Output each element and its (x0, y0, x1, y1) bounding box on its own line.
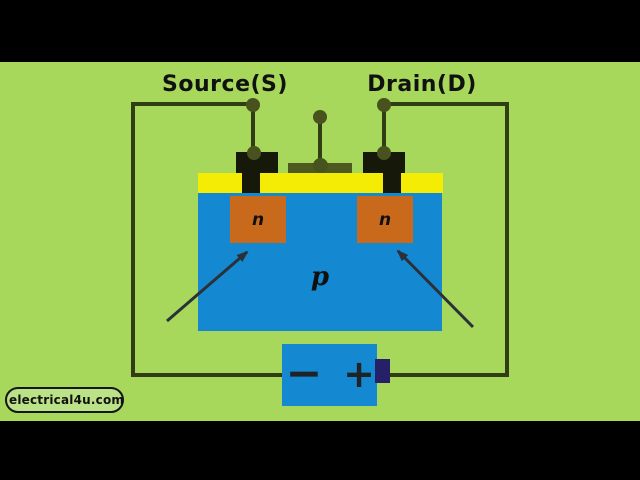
gate-terminal-wire (318, 116, 322, 166)
battery-body (282, 344, 377, 406)
wire-left-vertical (131, 102, 135, 377)
oxide-layer (198, 173, 443, 193)
wire-right-vertical (505, 102, 509, 377)
drain-contact-stem (383, 173, 401, 193)
drain-terminal-wire (382, 104, 386, 154)
wire-top-right (382, 102, 509, 106)
wire-bottom-left (131, 373, 284, 377)
p-label: p (310, 262, 330, 292)
source-contact-stem (242, 173, 260, 193)
battery-positive-terminal (375, 359, 390, 383)
source-label: Source(S) (162, 72, 288, 97)
n-right-label: n (378, 210, 392, 230)
drain-contact (363, 152, 405, 173)
source-contact-dot (247, 146, 261, 160)
n-region-left (230, 196, 286, 243)
source-node-dot (246, 98, 260, 112)
gate-node-dot (313, 110, 327, 124)
drain-node-dot (377, 98, 391, 112)
drain-contact-dot (377, 146, 391, 160)
n-region-right (357, 196, 413, 243)
gate-contact-dot (313, 158, 328, 173)
drain-label: Drain(D) (367, 72, 477, 97)
n-left-label: n (251, 210, 265, 230)
wire-top-left (131, 102, 255, 106)
letterbox-top (0, 0, 640, 62)
source-terminal-wire (251, 104, 255, 154)
watermark-text: electrical4u.com (9, 393, 125, 407)
wire-bottom-right (386, 373, 509, 377)
letterbox-bottom (0, 421, 640, 480)
source-contact (236, 152, 278, 173)
battery-plus-sign: + (343, 352, 375, 396)
battery-minus-sign: − (285, 348, 323, 399)
watermark-badge: electrical4u.com (5, 387, 124, 413)
